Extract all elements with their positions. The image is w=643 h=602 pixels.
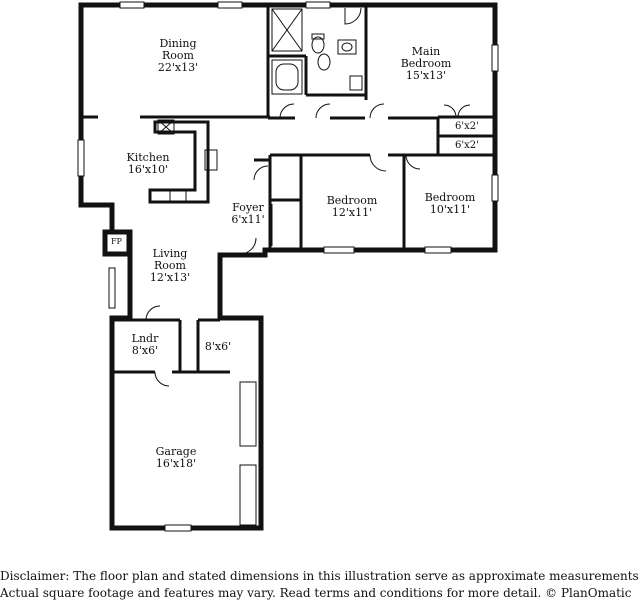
room-label-closet-2: 6'x2' (455, 140, 479, 151)
door (344, 7, 362, 25)
room-label-living: Living Room 12'x13' (132, 248, 208, 284)
room-name: Bedroom (424, 191, 476, 204)
room-label-bedroom-2: Bedroom 10'x11' (412, 192, 488, 216)
kitchen-sink (204, 149, 218, 171)
door (405, 154, 421, 170)
fireplace-label: FP (111, 237, 122, 246)
bathtub (271, 59, 303, 95)
window (108, 267, 116, 309)
room-dimensions: 16'x18' (155, 457, 197, 470)
room-label-bedroom-1: Bedroom 12'x11' (314, 195, 390, 219)
door (154, 371, 170, 387)
stove (169, 189, 187, 203)
room-name: Room (154, 259, 186, 272)
room-label-storage: 8'x6' (198, 341, 238, 353)
room-label-main-bedroom: Main Bedroom 15'x13' (388, 46, 464, 82)
floor-plan (77, 1, 499, 532)
toilet (311, 36, 325, 54)
door (443, 104, 457, 118)
room-label-closet-1: 6'x2' (455, 121, 479, 132)
room-name: Dining (159, 37, 197, 50)
door (279, 103, 295, 119)
door (369, 154, 387, 172)
room-dimensions: 12'x11' (331, 206, 373, 219)
room-dimensions: 8'x6' (131, 344, 159, 357)
window (119, 1, 145, 9)
room-dimensions: 6'x11' (231, 213, 265, 226)
room-dimensions: 12'x13' (149, 271, 191, 284)
toilet (317, 53, 331, 71)
kitchen-counter (148, 120, 210, 204)
room-dimensions: 10'x11' (429, 203, 471, 216)
sink (349, 75, 363, 91)
garage-door (239, 381, 257, 447)
window (217, 1, 243, 9)
room-name: Bedroom (326, 194, 378, 207)
window (305, 1, 331, 9)
room-name: Living (152, 247, 188, 260)
window (77, 139, 85, 177)
room-label-laundry: Lndr 8'x6' (120, 333, 170, 357)
shower (271, 8, 303, 52)
door (239, 237, 257, 255)
room-name: Foyer (232, 201, 264, 214)
door (315, 103, 331, 119)
door (253, 165, 269, 181)
door (457, 104, 471, 118)
window (491, 44, 499, 72)
room-name: Main (411, 45, 441, 58)
disclaimer-line-1: Disclaimer: The floor plan and stated di… (0, 569, 639, 583)
room-label-kitchen: Kitchen 16'x10' (110, 152, 186, 176)
garage-door (239, 464, 257, 526)
disclaimer-line-2: Actual square footage and features may v… (0, 586, 632, 600)
fridge-x (157, 119, 175, 135)
window (323, 246, 355, 254)
room-label-garage: Garage 16'x18' (138, 446, 214, 470)
window (164, 524, 192, 532)
room-label-foyer: Foyer 6'x11' (224, 202, 272, 226)
fireplace (102, 229, 132, 257)
room-dimensions: 22'x13' (157, 61, 199, 74)
room-dimensions: 8'x6' (204, 340, 232, 353)
room-name: Bedroom (400, 57, 452, 70)
room-name: Kitchen (126, 151, 170, 164)
room-dimensions: 15'x13' (405, 69, 447, 82)
room-name: Room (162, 49, 194, 62)
room-name: Lndr (131, 332, 159, 345)
window (424, 246, 452, 254)
disclaimer: Disclaimer: The floor plan and stated di… (0, 568, 643, 602)
window (491, 174, 499, 202)
room-label-dining: Dining Room 22'x13' (140, 38, 216, 74)
door (145, 305, 161, 321)
room-dimensions: 16'x10' (127, 163, 169, 176)
door (369, 103, 385, 119)
room-name: Garage (155, 445, 197, 458)
